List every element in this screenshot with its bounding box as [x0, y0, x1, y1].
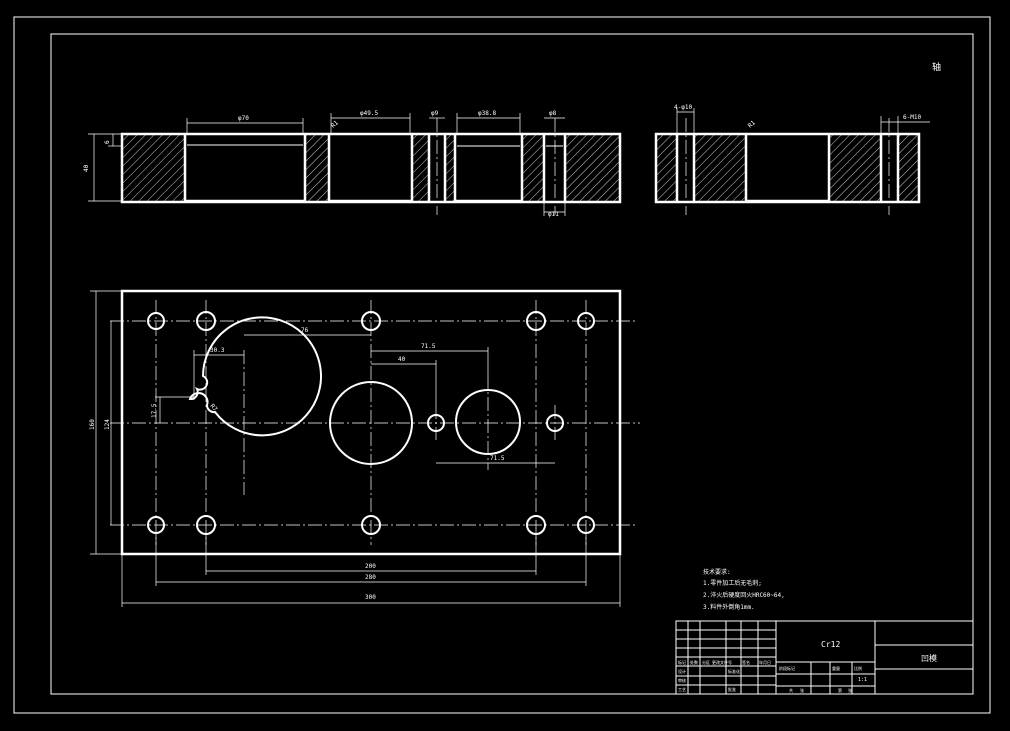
bolt-hole-large — [196, 311, 216, 331]
large-bore-with-notch — [188, 316, 322, 437]
cavity-70 — [183, 134, 307, 203]
tb-label: 重量 — [832, 665, 840, 671]
tb-label: 标准化 — [728, 668, 740, 674]
hatch-region — [522, 135, 544, 201]
corner-label: 轴 — [932, 61, 941, 73]
dim-d11: φ11 — [548, 211, 559, 218]
tb-label: 张 — [800, 687, 804, 693]
hatch-region — [305, 135, 329, 201]
dim-124: 124 — [104, 419, 111, 430]
outer-sheet-border — [13, 16, 991, 714]
tb-label: 工艺 — [678, 687, 686, 692]
title-block: 标记 处数 分区 更改文件号 签名 年月日 设计 标准化 阶段标记 重量 比例 … — [675, 620, 974, 695]
plan-view: 76 30.3 40 71.5 71.5 17.5 R7 160 124 200… — [89, 289, 640, 607]
dim-200: 200 — [365, 563, 376, 570]
dim-d38-8: φ38.8 — [478, 110, 496, 117]
tb-label: 审核 — [678, 677, 686, 683]
tb-label: 批准 — [728, 686, 736, 692]
tb-label: 年月日 — [759, 659, 771, 665]
hatch-region — [657, 135, 677, 201]
dim-40: 40 — [398, 356, 406, 363]
section-outline — [120, 132, 622, 204]
hatch-region — [694, 135, 746, 201]
dim-d49-5: φ49.5 — [360, 110, 378, 117]
hatch-region — [412, 135, 429, 201]
pin-hole — [546, 414, 564, 432]
dim-r1: R1 — [330, 119, 340, 129]
hatch-region — [445, 135, 455, 201]
dim-r7: R7 — [208, 403, 218, 413]
hatch-region — [565, 135, 620, 201]
bolt-hole — [577, 516, 595, 534]
technical-notes: 技术要求: 1.零件加工后无毛刺; 2.淬火后硬度回火HRC60~64, 3.料… — [703, 568, 785, 611]
cavity-38 — [453, 134, 524, 203]
cavity-49 — [327, 134, 414, 203]
front-section-view: φ70 φ49.5 R1 φ9 φ38.8 φ8 φ11 40 6 — [83, 110, 622, 218]
dim-height-40: 40 — [83, 164, 90, 172]
pin-hole — [427, 414, 445, 432]
hatch-region — [123, 135, 185, 201]
tb-label: 分区 — [702, 659, 710, 665]
tb-label: 更改文件号 — [712, 659, 732, 665]
dim-17-5: 17.5 — [151, 403, 158, 418]
inner-drawing-frame — [50, 33, 974, 695]
dim-160: 160 — [89, 419, 96, 430]
bolt-hole-large — [361, 311, 381, 331]
tb-label: 比例 — [854, 665, 862, 671]
dim-4-d10: 4-φ10 — [674, 104, 692, 111]
side-section-view: 4-φ10 6-M10 R1 — [654, 104, 930, 215]
dim-71-5: 71.5 — [421, 343, 436, 350]
bolt-hole-large — [361, 515, 381, 535]
tb-label: 共 — [789, 687, 793, 693]
plate-outline — [120, 289, 622, 556]
material: Cr12 — [821, 640, 840, 649]
notes-title: 技术要求: — [703, 568, 731, 576]
dim-depth-6: 6 — [104, 140, 111, 144]
dim-side-r1: R1 — [747, 119, 757, 129]
bolt-hole-large — [526, 311, 546, 331]
dim-d9: φ9 — [431, 110, 439, 117]
bolt-hole — [147, 516, 165, 534]
note-item: 1.零件加工后无毛刺; — [703, 579, 762, 587]
tb-label: 签名 — [742, 659, 750, 665]
tb-label: 第 — [838, 687, 842, 693]
hatch-region — [829, 135, 881, 201]
hatch-region — [898, 135, 918, 201]
side-cavity — [744, 134, 831, 203]
medium-bore — [329, 381, 413, 465]
tb-scale: 1:1 — [858, 677, 867, 683]
dim-280: 280 — [365, 574, 376, 581]
tb-label: 标记 — [678, 659, 686, 665]
dim-71-5-lower: 71.5 — [490, 455, 505, 462]
bolt-hole — [147, 312, 165, 330]
part-name: 凹模 — [921, 653, 937, 663]
note-item: 3.料件外倒角1mm. — [703, 603, 755, 611]
note-item: 2.淬火后硬度回火HRC60~64, — [703, 591, 785, 599]
tb-label: 阶段标记 — [779, 665, 795, 671]
dim-6-m10: 6-M10 — [903, 114, 921, 121]
dim-d8: φ8 — [549, 110, 557, 117]
tb-label: 张 — [848, 687, 852, 693]
dim-76: 76 — [301, 327, 309, 334]
bolt-hole — [577, 312, 595, 330]
tb-label: 处数 — [690, 659, 698, 665]
dim-300: 300 — [365, 594, 376, 601]
small-bore — [455, 389, 521, 455]
tb-label: 设计 — [678, 668, 686, 674]
dim-30-3: 30.3 — [210, 347, 225, 354]
dim-d70: φ70 — [238, 115, 249, 122]
